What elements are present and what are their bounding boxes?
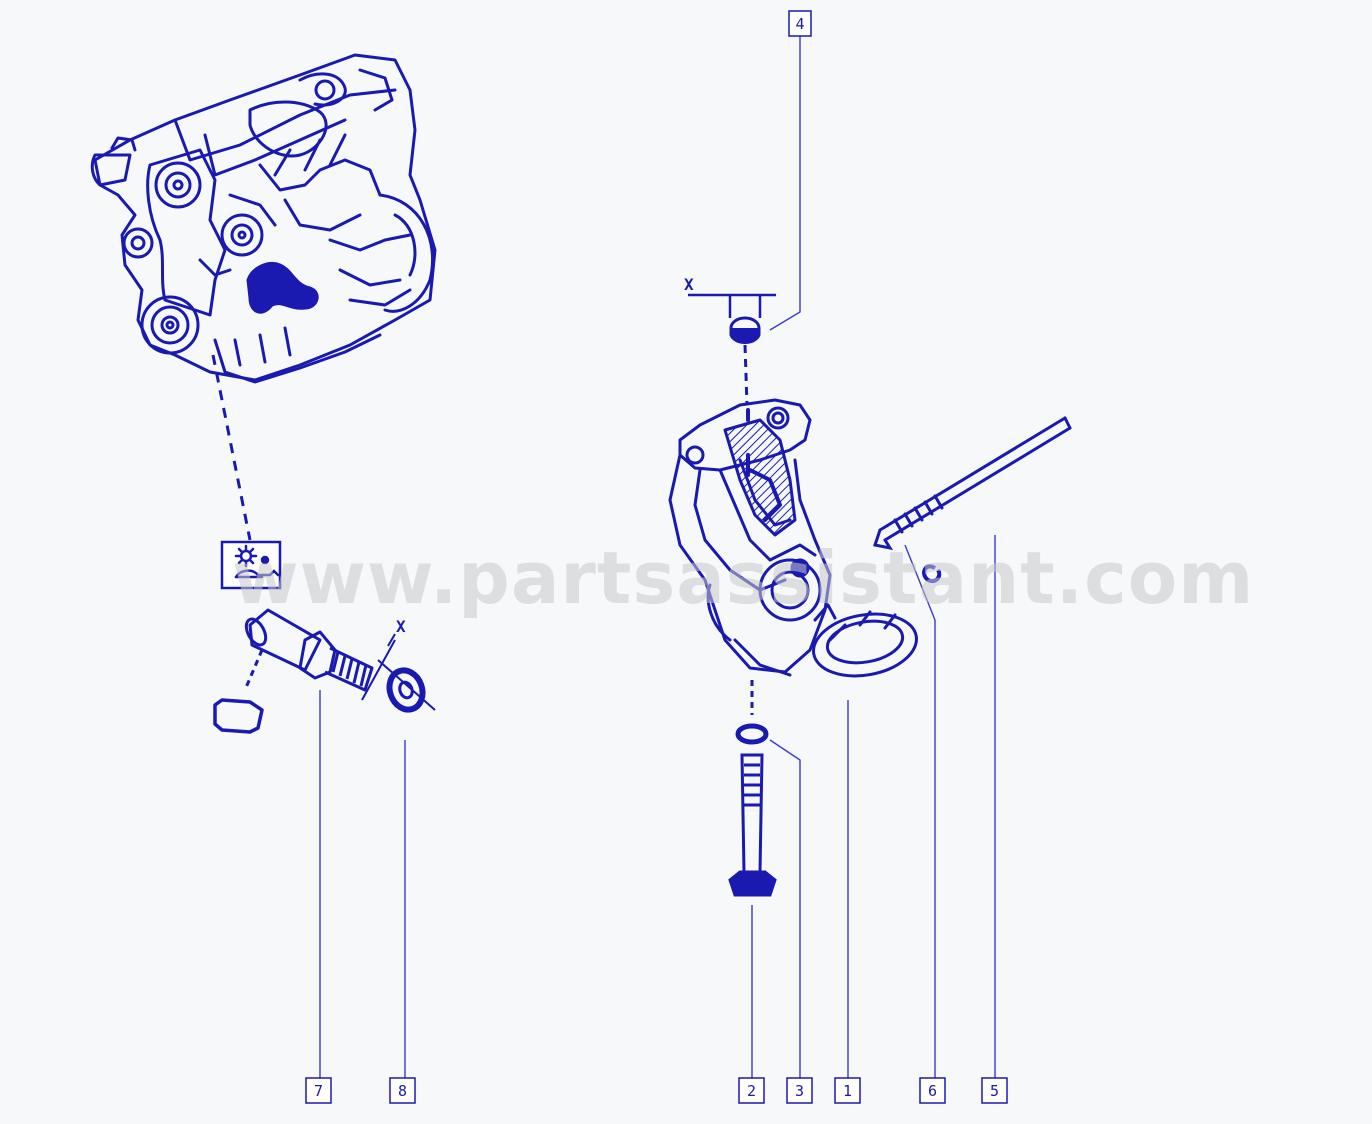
svg-text:6: 6: [928, 1082, 937, 1100]
svg-text:5: 5: [990, 1082, 999, 1100]
callout-6: 6: [919, 1077, 946, 1104]
dimension-x-right-label: X: [684, 275, 694, 294]
callout-4: 4: [788, 10, 812, 37]
pump-mounting-bolt: [728, 753, 777, 897]
oil-pressure-switch: [213, 608, 374, 734]
callout-7: 7: [305, 1077, 332, 1104]
engine-leader-dashed: [211, 354, 252, 541]
svg-text:8: 8: [398, 1082, 407, 1100]
dimension-x-left-label: X: [396, 617, 406, 636]
watermark: www.partsassistant.com: [232, 536, 1254, 620]
svg-text:7: 7: [314, 1082, 323, 1100]
circlip: [922, 564, 942, 583]
callout-leader-lines: [319, 36, 996, 1078]
pump-mounting-stud: [873, 416, 1072, 551]
svg-text:1: 1: [843, 1082, 852, 1100]
svg-text:4: 4: [795, 15, 804, 33]
pump-location-sleeve: [729, 316, 761, 406]
engine-oil-pressure-warning-icon: [220, 540, 282, 590]
oil-pump-assembly: [668, 398, 918, 678]
callout-3: 3: [786, 1077, 813, 1104]
switch-sealing-washer: [386, 667, 426, 713]
svg-text:2: 2: [747, 1082, 756, 1100]
callout-1: 1: [834, 1077, 861, 1104]
callout-8: 8: [389, 1077, 416, 1104]
svg-text:3: 3: [795, 1082, 804, 1100]
engine-assembly: [90, 53, 437, 384]
dimension-x-left: [361, 633, 436, 711]
callout-2: 2: [738, 1077, 765, 1104]
dimension-x-right: [688, 293, 776, 318]
callout-5: 5: [981, 1077, 1008, 1104]
pump-bolt-washer: [735, 680, 769, 745]
